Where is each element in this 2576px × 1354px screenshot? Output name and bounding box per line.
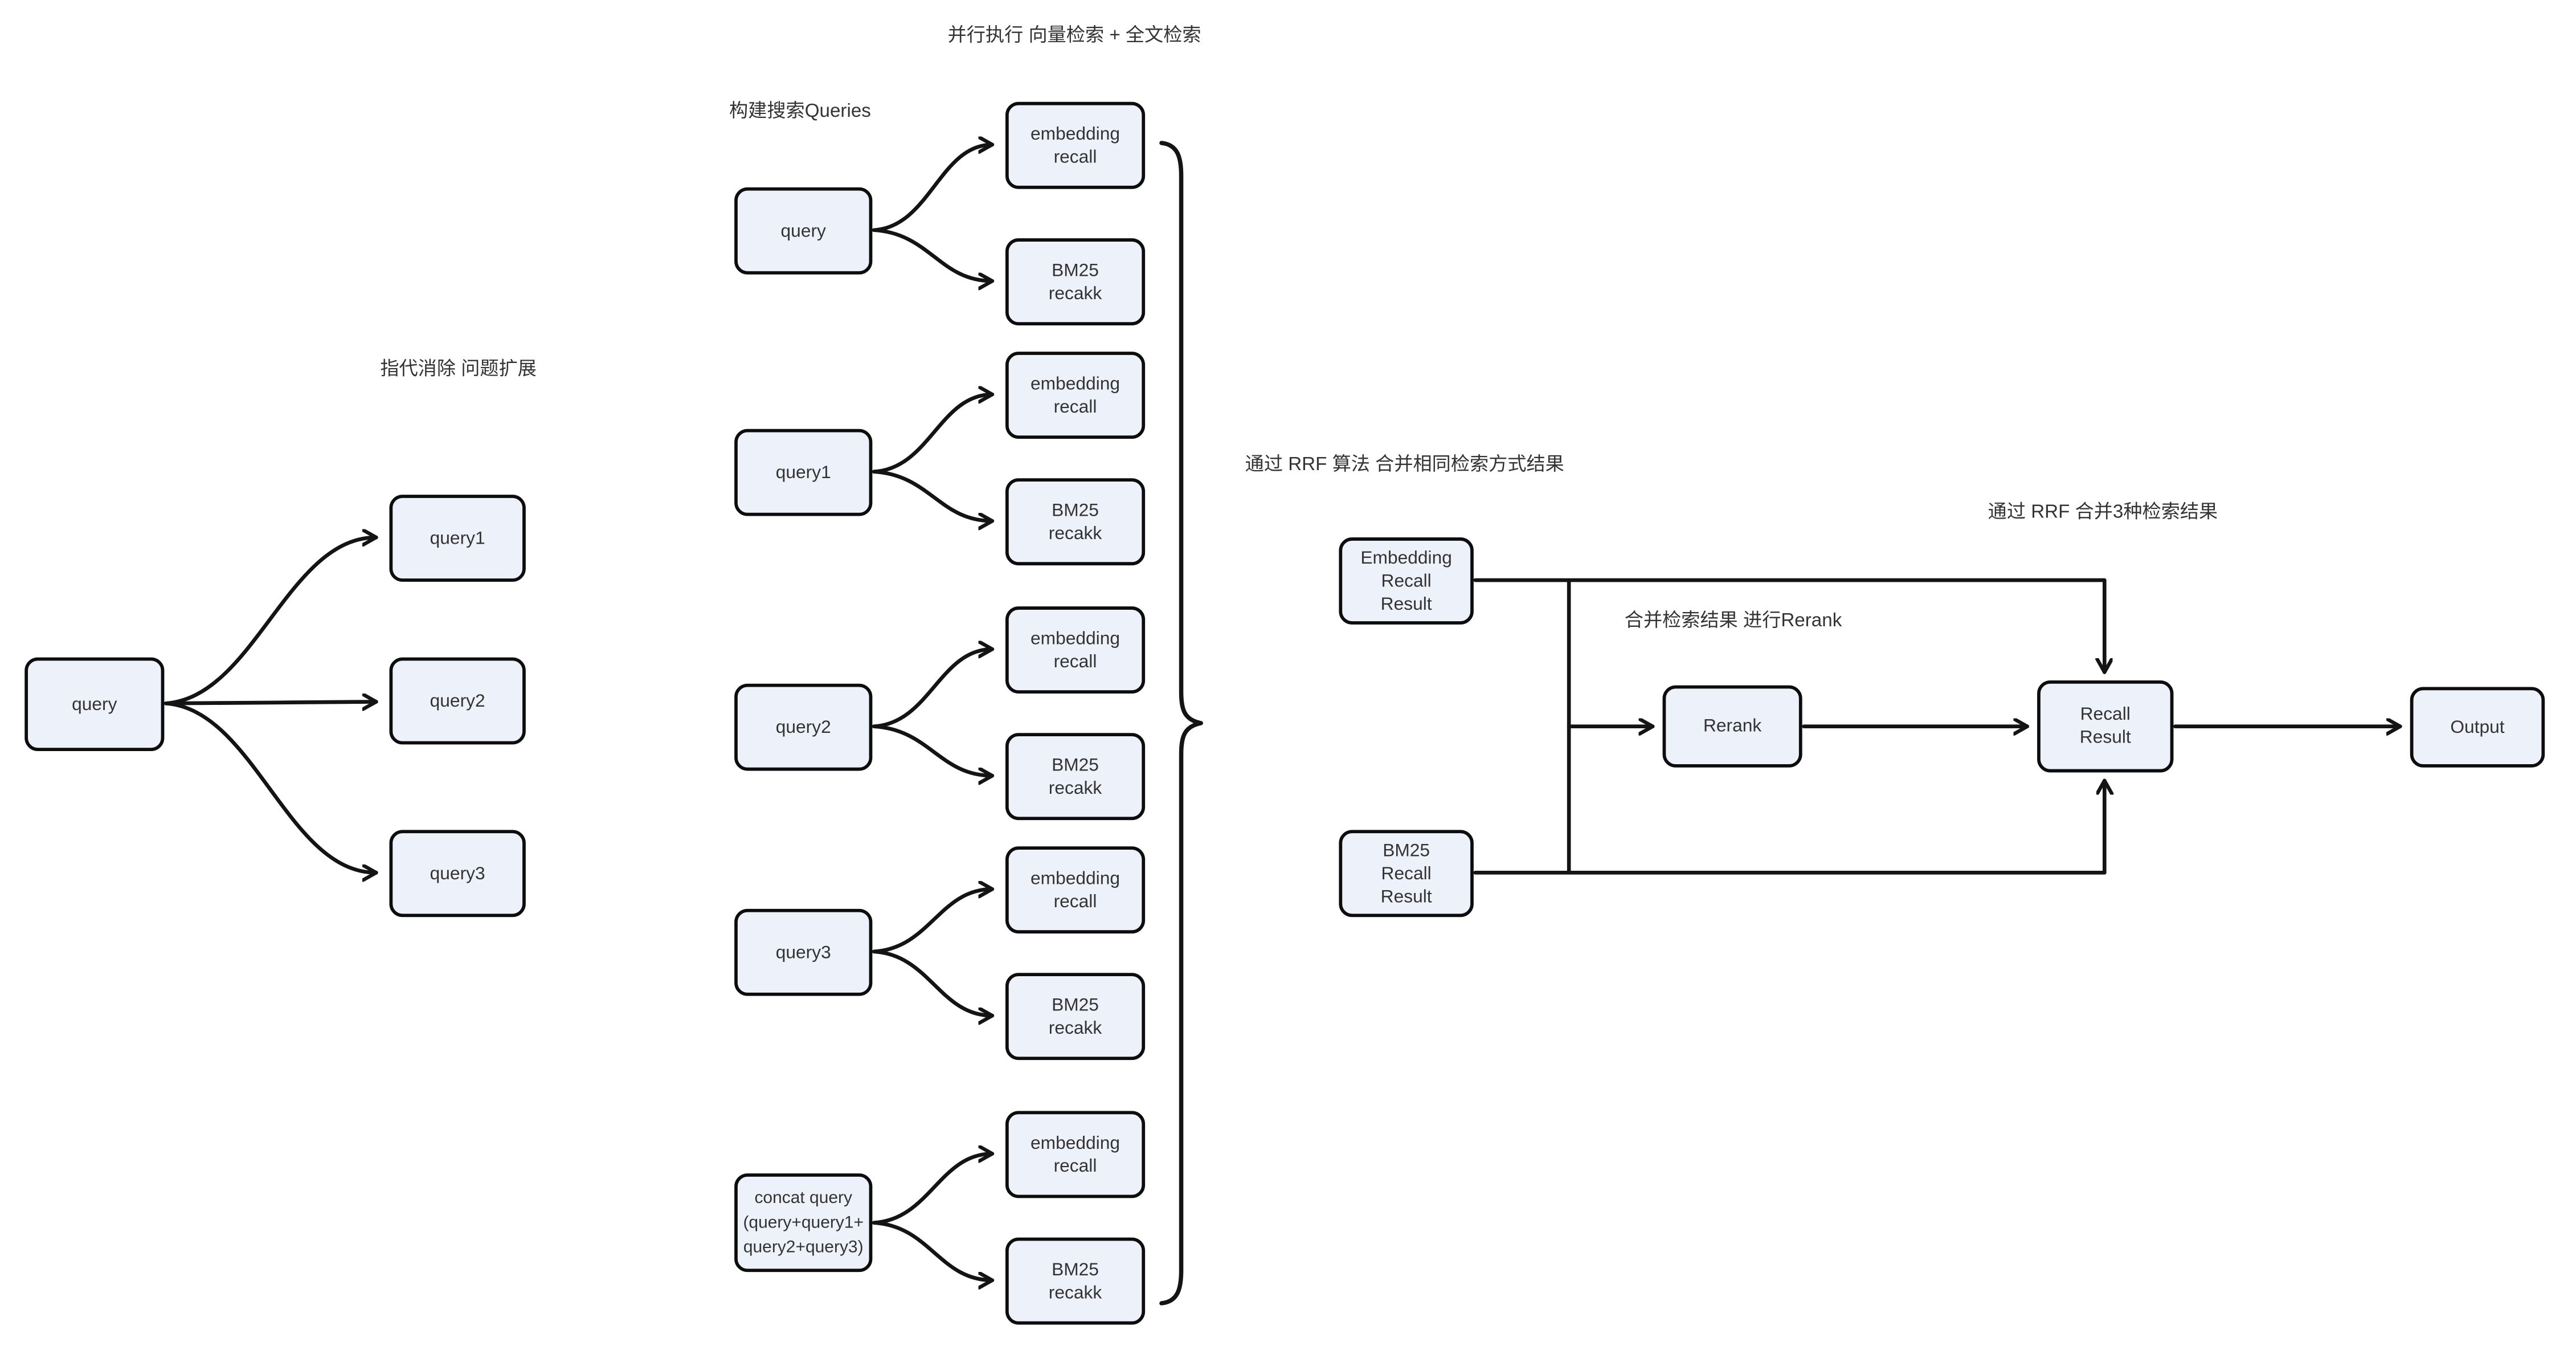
edge-midquery-to-embedding1	[872, 145, 995, 233]
node-label: query1	[775, 462, 831, 483]
node-embedding-recall-1: embedding recall	[1005, 101, 1146, 189]
label-merge-rerank: 合并检索结果 进行Rerank	[1624, 611, 1842, 631]
node-label: recall	[1053, 147, 1097, 167]
node-label: embedding	[1031, 1133, 1121, 1153]
label-parallel-exec: 并行执行 向量检索 + 全文检索	[947, 26, 1201, 46]
node-label: recakk	[1048, 523, 1102, 544]
node-label: Recall	[1381, 571, 1432, 591]
label-rrf-same-method: 通过 RRF 算法 合并相同检索方式结果	[1245, 455, 1564, 475]
node-label: Recall	[1381, 863, 1432, 884]
label-coref-expansion: 指代消除 问题扩展	[380, 360, 537, 380]
node-label: concat query	[754, 1189, 853, 1208]
node-label: query	[72, 694, 117, 715]
node-label: Result	[1380, 886, 1432, 907]
node-bm25-recakk-4: BM25 recakk	[1005, 973, 1146, 1061]
node-bm25-recakk-1: BM25 recakk	[1005, 238, 1146, 326]
edge-midquery-to-bm25-1	[872, 228, 995, 281]
node-label: Result	[1380, 594, 1432, 614]
node-rerank: Rerank	[1662, 685, 1802, 768]
node-embedding-recall-5: embedding recall	[1005, 1111, 1146, 1198]
node-query-mid: query	[734, 187, 873, 275]
node-label: Embedding	[1360, 548, 1452, 568]
edge-midquery3-to-bm25-4	[872, 949, 995, 1016]
node-label: embedding	[1031, 868, 1121, 888]
node-embedding-recall-2: embedding recall	[1005, 352, 1146, 439]
node-embedding-recall-result: Embedding Recall Result	[1339, 537, 1474, 625]
node-recall-result: Recall Result	[2037, 680, 2174, 773]
edge-embedding-result-to-recall-result	[1473, 578, 2105, 674]
node-bm25-recakk-2: BM25 recakk	[1005, 478, 1146, 566]
node-label: recakk	[1048, 1018, 1102, 1038]
node-label: embedding	[1031, 124, 1121, 144]
node-bm25-recall-result: BM25 Recall Result	[1339, 830, 1474, 917]
node-label: query2	[775, 717, 831, 737]
node-label: query2	[430, 691, 485, 711]
edge-query-to-query3	[163, 702, 378, 872]
edge-query-to-query2	[163, 702, 378, 703]
node-concat-query: concat query (query+query1+ query2+query…	[734, 1173, 873, 1273]
node-query1-mid: query1	[734, 429, 873, 516]
node-label: BM25	[1052, 995, 1099, 1015]
node-label: Rerank	[1703, 716, 1762, 737]
node-label: BM25	[1052, 260, 1099, 280]
edge-bm25-result-to-recall-result	[1473, 778, 2105, 875]
node-label: embedding	[1031, 629, 1121, 649]
node-label: Result	[2079, 728, 2131, 748]
node-label: recakk	[1048, 283, 1102, 304]
node-label: recall	[1053, 651, 1097, 672]
node-query1-left: query1	[389, 495, 526, 582]
edge-midquery2-to-bm25-3	[872, 724, 995, 776]
node-query-left: query	[24, 657, 165, 751]
node-bm25-recakk-5: BM25 recakk	[1005, 1237, 1146, 1325]
edge-concat-to-embedding5	[872, 1154, 995, 1225]
curly-brace	[1159, 141, 1203, 1306]
edge-query-to-query1	[163, 537, 378, 705]
node-label: recall	[1053, 1156, 1097, 1176]
node-label: recall	[1053, 891, 1097, 912]
node-label: query2+query3)	[743, 1238, 864, 1257]
node-label: Output	[2450, 717, 2505, 737]
label-rrf-merge3: 通过 RRF 合并3种检索结果	[1988, 503, 2218, 523]
edge-midquery1-to-embedding2	[872, 394, 995, 474]
node-label: (query+query1+	[743, 1213, 864, 1232]
label-build-queries: 构建搜索Queries	[729, 101, 871, 122]
node-label: query1	[430, 528, 485, 548]
edge-concat-to-bm25-5	[872, 1221, 995, 1280]
node-embedding-recall-3: embedding recall	[1005, 606, 1146, 694]
node-query3-mid: query3	[734, 908, 873, 996]
node-embedding-recall-4: embedding recall	[1005, 846, 1146, 934]
node-label: BM25	[1052, 1259, 1099, 1280]
node-bm25-recakk-3: BM25 recakk	[1005, 733, 1146, 821]
edge-midquery3-to-embedding4	[872, 889, 995, 954]
edge-midquery1-to-bm25-2	[872, 470, 995, 521]
node-label: recall	[1053, 397, 1097, 417]
edge-midquery2-to-embedding3	[872, 649, 995, 729]
node-label: query	[780, 221, 826, 241]
node-label: BM25	[1383, 841, 1430, 860]
node-label: query3	[430, 863, 485, 884]
node-label: query3	[775, 942, 831, 963]
node-query2-mid: query2	[734, 683, 873, 771]
node-label: Recall	[2080, 705, 2131, 725]
node-label: recakk	[1048, 778, 1102, 798]
node-output: Output	[2410, 687, 2545, 768]
node-label: BM25	[1052, 755, 1099, 775]
node-label: BM25	[1052, 500, 1099, 520]
node-query2-left: query2	[389, 657, 526, 745]
node-label: recakk	[1048, 1282, 1102, 1303]
node-query3-left: query3	[389, 830, 526, 917]
node-label: embedding	[1031, 374, 1121, 394]
